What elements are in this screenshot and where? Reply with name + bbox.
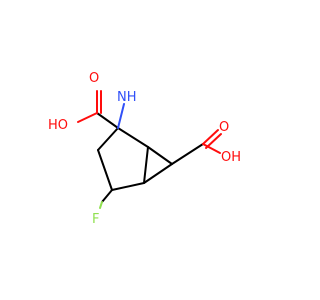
bond-hydroxyl-o2 [202,143,221,154]
bond-c4-f [101,189,113,203]
hydroxyl-label-right: OH [221,150,241,165]
molecule-structure: O NH HO O OH F [48,71,241,227]
bond-c1-c2 [117,127,149,148]
oxygen-label-right: O [219,120,229,135]
bond-f-end [99,201,103,209]
bond-c2-c6 [147,146,173,165]
molecule-canvas: O NH HO O OH F [48,71,241,227]
bond-carbonyl-o2-b [205,133,222,149]
bond-carbonyl-o2-a [202,129,219,145]
bond-c1-cooh [96,112,119,129]
bonds [77,90,222,209]
bond-c2-c3 [143,146,149,184]
bond-c3-c4 [111,182,145,191]
amino-label: NH [117,90,137,105]
atom-labels: O NH HO O OH F [48,71,241,227]
fluorine-label: F [92,212,99,227]
oxygen-label-top: O [89,71,99,86]
bond-c5-c1 [97,127,119,151]
hydroxyl-label-left: HO [48,118,68,133]
bond-hydroxyl-o1 [77,112,98,123]
bond-c1-n [117,103,125,129]
bond-c4-c5 [97,149,113,191]
bond-c6-c3 [143,163,173,184]
bond-c6-cooh [171,143,204,165]
